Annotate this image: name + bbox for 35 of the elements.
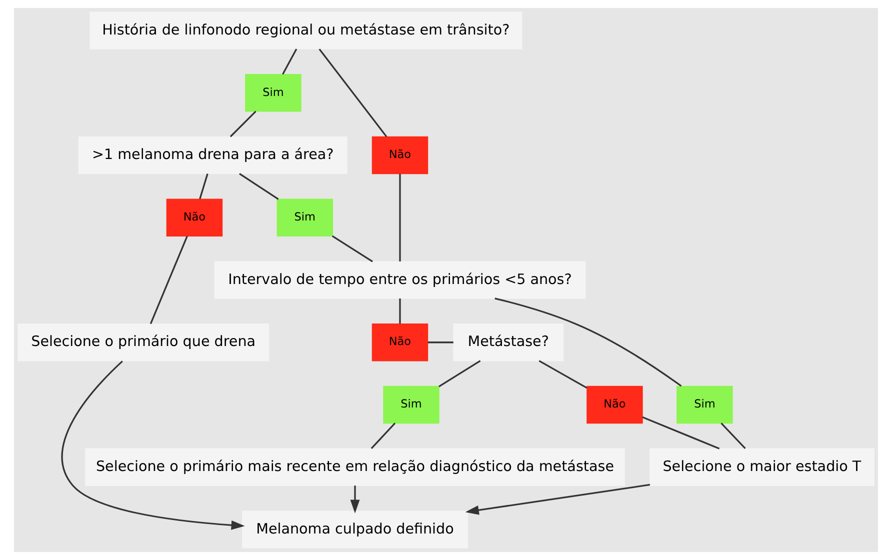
connector [229, 110, 256, 138]
node-box: Metástase? [452, 323, 564, 362]
connector [538, 360, 587, 389]
connector [720, 422, 746, 450]
node-box: Sim [676, 386, 732, 424]
connector [398, 174, 400, 262]
node-box: Selecione o maior estadio T [648, 448, 874, 486]
connector [438, 360, 480, 388]
connector [149, 236, 188, 324]
connector [198, 174, 208, 200]
node-box: Intervalo de tempo entre os primários <5 anos? [214, 261, 586, 299]
arrow [464, 484, 650, 515]
node-box: Não [371, 323, 428, 362]
node-box: Selecione o primário que drena [17, 323, 269, 362]
node-box: Selecione o primário mais recente em relação diagnóstico da metástase [84, 448, 624, 486]
connector [494, 298, 682, 387]
node-box: História de linfonodo regional ou metástase em trânsito? [89, 12, 522, 50]
connector [398, 298, 400, 324]
connector [318, 48, 387, 138]
node-box: Não [371, 136, 428, 174]
node-box: Sim [382, 386, 439, 424]
connector [331, 235, 372, 262]
node-box: Sim [244, 74, 301, 112]
connector [370, 422, 396, 450]
node-box: >1 melanoma drena para a área? [78, 136, 347, 174]
node-box: Melanoma culpado definido [242, 510, 468, 548]
connector [282, 48, 297, 75]
connector [427, 342, 453, 344]
connector [238, 173, 278, 200]
connector [642, 416, 720, 450]
node-box: Não [166, 198, 222, 237]
arrow [350, 486, 360, 514]
arrow [60, 360, 244, 530]
node-box: Não [586, 386, 642, 424]
node-box: Sim [276, 198, 333, 237]
